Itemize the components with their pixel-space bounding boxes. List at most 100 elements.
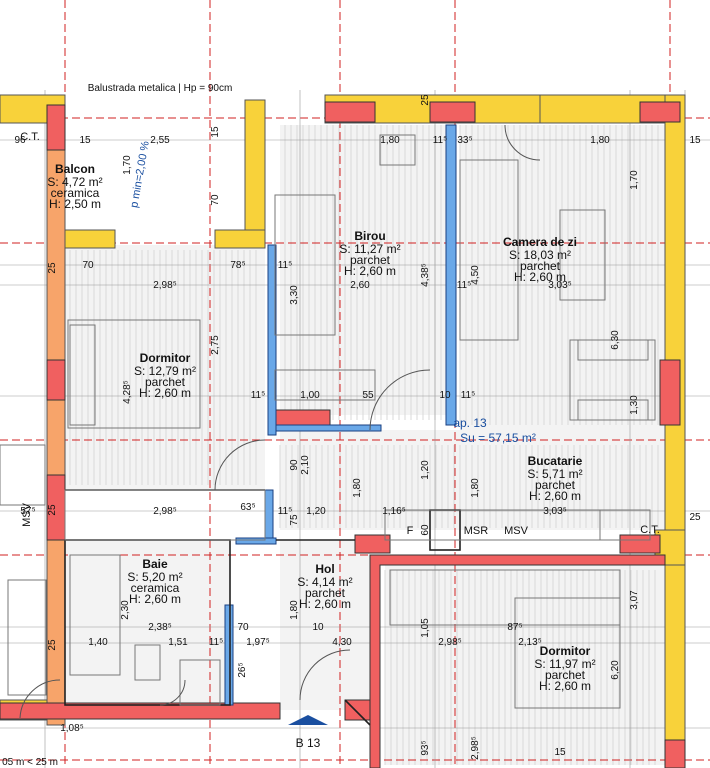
- dimension-label: 1,80: [470, 478, 481, 498]
- svg-text:B 13: B 13: [296, 736, 321, 750]
- apartment-name: ap. 13: [453, 416, 487, 430]
- structural-columns: [0, 101, 686, 768]
- room-balcon-finish: ceramica: [51, 186, 100, 200]
- room-bucatarie-area: S: 5,71 m²: [527, 467, 582, 481]
- room-dormitor2-name: Dormitor: [540, 644, 591, 658]
- dimension-label: 15: [554, 747, 566, 758]
- room-balcon-name: Balcon: [55, 162, 95, 176]
- room-birou-area: S: 11,27 m²: [339, 242, 400, 256]
- room-balcon-height: H: 2,50 m: [49, 197, 101, 211]
- dimension-label: 4,30: [332, 637, 352, 648]
- dimension-label: 1,80: [380, 135, 400, 146]
- dimension-label: 87⁵: [507, 622, 522, 633]
- kitchen-label-f: F: [407, 525, 414, 537]
- dimension-label: 1,80: [590, 135, 610, 146]
- room-hol-height: H: 2,60 m: [299, 597, 351, 611]
- dimension-label: 10: [312, 622, 324, 633]
- parquet-hatching: [69, 125, 659, 765]
- dimension-label: 25: [420, 94, 431, 106]
- dimension-label: 70: [82, 260, 94, 271]
- dimension-label: 25: [47, 639, 58, 651]
- dimension-label: 4,50: [470, 265, 481, 285]
- dimension-label: 1,70: [122, 155, 133, 175]
- room-baie-finish: ceramica: [131, 581, 180, 595]
- dimension-label: 25: [47, 504, 58, 516]
- dimension-label: 25: [47, 262, 58, 274]
- room-baie-height: H: 2,60 m: [129, 592, 181, 606]
- dimension-label: 2,13⁵: [518, 637, 542, 648]
- section-marker: B 13: [288, 715, 328, 750]
- dimension-label: 11⁵: [433, 135, 448, 146]
- dimension-label: 11⁵: [457, 280, 472, 291]
- dimension-label: 15: [689, 135, 701, 146]
- room-birou-finish: parchet: [350, 253, 391, 267]
- room-camera-name: Camera de zi: [503, 235, 577, 249]
- room-bucatarie-name: Bucatarie: [528, 454, 583, 468]
- room-dormitor2-area: S: 11,97 m²: [534, 657, 595, 671]
- dimension-label: 10: [439, 390, 451, 401]
- dimension-label: 33⁵: [457, 135, 472, 146]
- dimension-label: 1,08⁵: [60, 723, 84, 734]
- dimension-label: 3,30: [289, 285, 300, 305]
- room-bucatarie-finish: parchet: [535, 478, 576, 492]
- dimension-label: 60: [420, 524, 431, 536]
- room-balcon-area: S: 4,72 m²: [47, 175, 102, 189]
- kitchen-label-msv-left: MSV: [21, 502, 33, 527]
- dimension-label: 11⁵: [209, 637, 224, 648]
- dimension-label: 2,98⁵: [153, 506, 177, 517]
- dimension-label: 2,30: [120, 600, 131, 620]
- room-dormitor1-name: Dormitor: [140, 351, 191, 365]
- dimension-label: 1,70: [629, 170, 640, 190]
- dimension-label: 90: [289, 459, 300, 471]
- room-dormitor2-finish: parchet: [545, 668, 586, 682]
- dimension-label: 11⁵: [278, 506, 293, 517]
- dimension-label: 1,80: [352, 478, 363, 498]
- dimension-label: 15: [210, 126, 221, 138]
- dimension-label: 1,51: [168, 637, 188, 648]
- dimension-label: 57⁵: [20, 506, 35, 517]
- ct-right: C.T.: [640, 524, 660, 536]
- room-dormitor1-finish: parchet: [145, 375, 186, 389]
- dimension-label: 2,10: [300, 455, 311, 475]
- room-camera-height: H: 2,60 m: [514, 270, 566, 284]
- dimension-label: 1,00: [300, 390, 320, 401]
- room-hol-area: S: 4,14 m²: [297, 575, 352, 589]
- dimension-label: 4,28⁵: [122, 380, 133, 404]
- dimension-label: 2,55: [150, 135, 170, 146]
- dimension-label: 25: [689, 512, 701, 523]
- dimension-label: 2,38⁵: [148, 622, 172, 633]
- kitchen-label-msv: MSV: [504, 525, 529, 537]
- dimension-label: 78⁵: [230, 260, 245, 271]
- dimension-label: 1,20: [420, 460, 431, 480]
- scale-note: 05 m < 25 m: [2, 757, 58, 768]
- door-swings: [19, 124, 541, 719]
- dimension-label: 6,20: [610, 660, 621, 680]
- furniture: [0, 134, 656, 709]
- dimension-label: 2,60: [350, 280, 370, 291]
- room-bucatarie-height: H: 2,60 m: [529, 489, 581, 503]
- dimension-label: 11⁵: [251, 390, 266, 401]
- dimension-label: 93⁵: [420, 740, 431, 755]
- room-dormitor1-height: H: 2,60 m: [139, 386, 191, 400]
- room-dormitor2-height: H: 2,60 m: [539, 679, 591, 693]
- dimension-label: 3,03⁵: [548, 280, 572, 291]
- dimension-label: 11⁵: [461, 390, 476, 401]
- room-birou-name: Birou: [354, 229, 385, 243]
- dimension-label: 1,16⁵: [382, 506, 406, 517]
- apartment-area: Su = 57,15 m²: [460, 431, 536, 445]
- partition-walls: [224, 124, 457, 706]
- dimension-label: 1,40: [88, 637, 108, 648]
- room-baie-name: Baie: [142, 557, 168, 571]
- dimension-label: 1,05: [420, 618, 431, 638]
- dimension-label: 2,98⁵: [470, 736, 481, 760]
- dimension-label: 6,30: [610, 330, 621, 350]
- dimension-label: 1,30: [629, 395, 640, 415]
- dimension-label: 3,07: [629, 590, 640, 610]
- dimension-label: 26⁵: [237, 662, 248, 677]
- dimension-label: 15: [79, 135, 91, 146]
